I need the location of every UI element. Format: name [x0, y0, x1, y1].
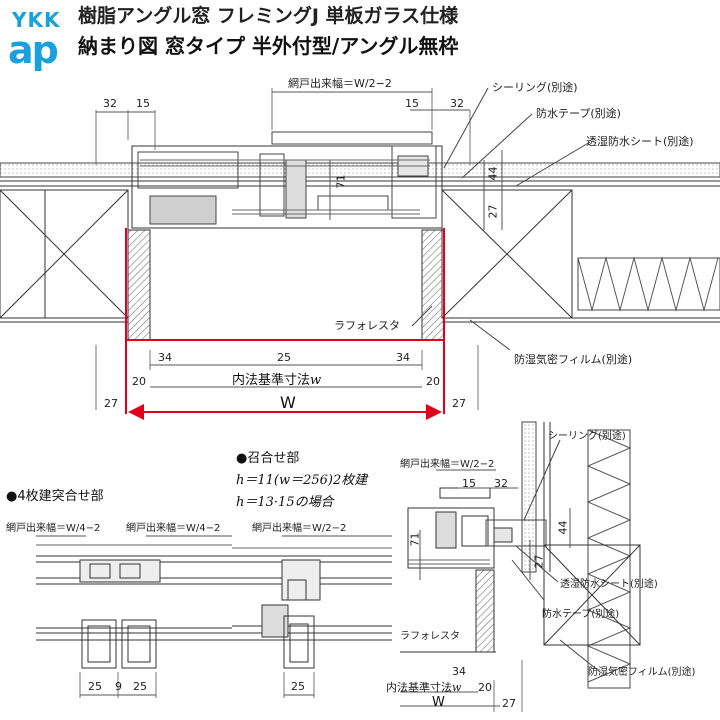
detail-dim-71: 71: [408, 532, 422, 547]
four-panel-screen-width-b: 網戸出来幅＝W/4−2: [126, 523, 221, 534]
detail-sealing: シーリング(別途): [548, 431, 626, 442]
four-panel-screen-width-a: 網戸出来幅＝W/4−2: [6, 523, 101, 534]
inner-std-text: 内法基準寸法: [232, 373, 311, 388]
detail-screen-width: 網戸出来幅＝W/2−2: [400, 459, 495, 470]
detail-lath-board: ラフォレスタ: [400, 631, 460, 642]
main-section: [0, 87, 720, 410]
header-subtitle: 納まり図 窓タイプ 半外付型/アングル無枠: [78, 34, 459, 58]
dim-w: W: [280, 393, 296, 412]
detail-section: [400, 421, 641, 712]
detail-dim-20: 20: [478, 681, 492, 694]
header-title: 樹脂アングル窓 フレミングJ 単板ガラス仕様: [78, 5, 459, 27]
detail-dim-27b: 27: [502, 697, 516, 710]
dim-44: 44: [486, 166, 500, 181]
label-waterproof-tape: 防水テープ(別途): [536, 107, 621, 120]
inner-std-var: w: [310, 373, 322, 388]
detail-dim-44: 44: [556, 520, 570, 535]
detail-dim-34: 34: [452, 665, 466, 678]
four-panel-dim-25-left: 25: [88, 680, 102, 693]
detail-dim-15: 15: [462, 477, 476, 490]
dim-15-left: 15: [136, 97, 150, 110]
detail-dim-27a: 27: [532, 554, 546, 569]
dim-25: 25: [277, 351, 291, 364]
ykk-ap-logo: YKK ap: [6, 6, 72, 72]
meeting-screen-width: 網戸出来幅＝W/2−2: [252, 523, 347, 534]
label-breathable-sheet: 透湿防水シート(別途): [586, 135, 694, 148]
detail-vapor-film: 防湿気密フィルム(別途): [588, 667, 696, 678]
four-panel-title: ●4枚建突合せ部: [6, 489, 104, 504]
detail-dim-32: 32: [494, 477, 508, 490]
inner-std-label: 内法基準寸法w: [232, 374, 321, 387]
dim-32-left: 32: [103, 97, 117, 110]
meeting-section: [232, 535, 392, 698]
four-panel-section: [36, 535, 232, 698]
dim-20-left: 20: [132, 375, 146, 388]
dim-20-right: 20: [426, 375, 440, 388]
detail-inner-std-text: 内法基準寸法: [386, 681, 452, 694]
label-sealing: シーリング(別途): [492, 81, 578, 94]
detail-inner-std-var: w: [452, 681, 462, 694]
detail-inner-std-label: 内法基準寸法w: [386, 682, 461, 693]
logo-top-text: YKK: [12, 8, 61, 32]
four-panel-dim-9: 9: [115, 680, 122, 693]
dim-32-right: 32: [450, 97, 464, 110]
meeting-line2: h＝13·15の場合: [236, 495, 334, 510]
meeting-title: ●召合せ部: [236, 451, 300, 466]
screen-width-label: 網戸出来幅＝W/2−2: [288, 77, 392, 90]
dim-15-right: 15: [405, 97, 419, 110]
detail-dim-w: W: [432, 695, 445, 710]
w-red-dimension: [125, 228, 445, 420]
dim-34-right: 34: [396, 351, 410, 364]
label-vapor-film: 防湿気密フィルム(別途): [514, 353, 633, 366]
dim-71: 71: [334, 174, 348, 189]
dim-27-side: 27: [486, 204, 500, 219]
label-lath-board: ラフォレスタ: [334, 319, 400, 332]
dim-27-left: 27: [104, 397, 118, 410]
logo-bottom-text: ap: [8, 28, 59, 72]
dim-34-left: 34: [158, 351, 172, 364]
meeting-dim-25: 25: [291, 680, 305, 693]
detail-breathable-sheet: 透湿防水シート(別途): [560, 579, 658, 590]
meeting-line1: h＝11(w＝256)2枚建: [236, 473, 368, 488]
detail-waterproof-tape: 防水テープ(別途): [542, 609, 620, 620]
four-panel-dim-25-right: 25: [133, 680, 147, 693]
dim-27-right: 27: [452, 397, 466, 410]
